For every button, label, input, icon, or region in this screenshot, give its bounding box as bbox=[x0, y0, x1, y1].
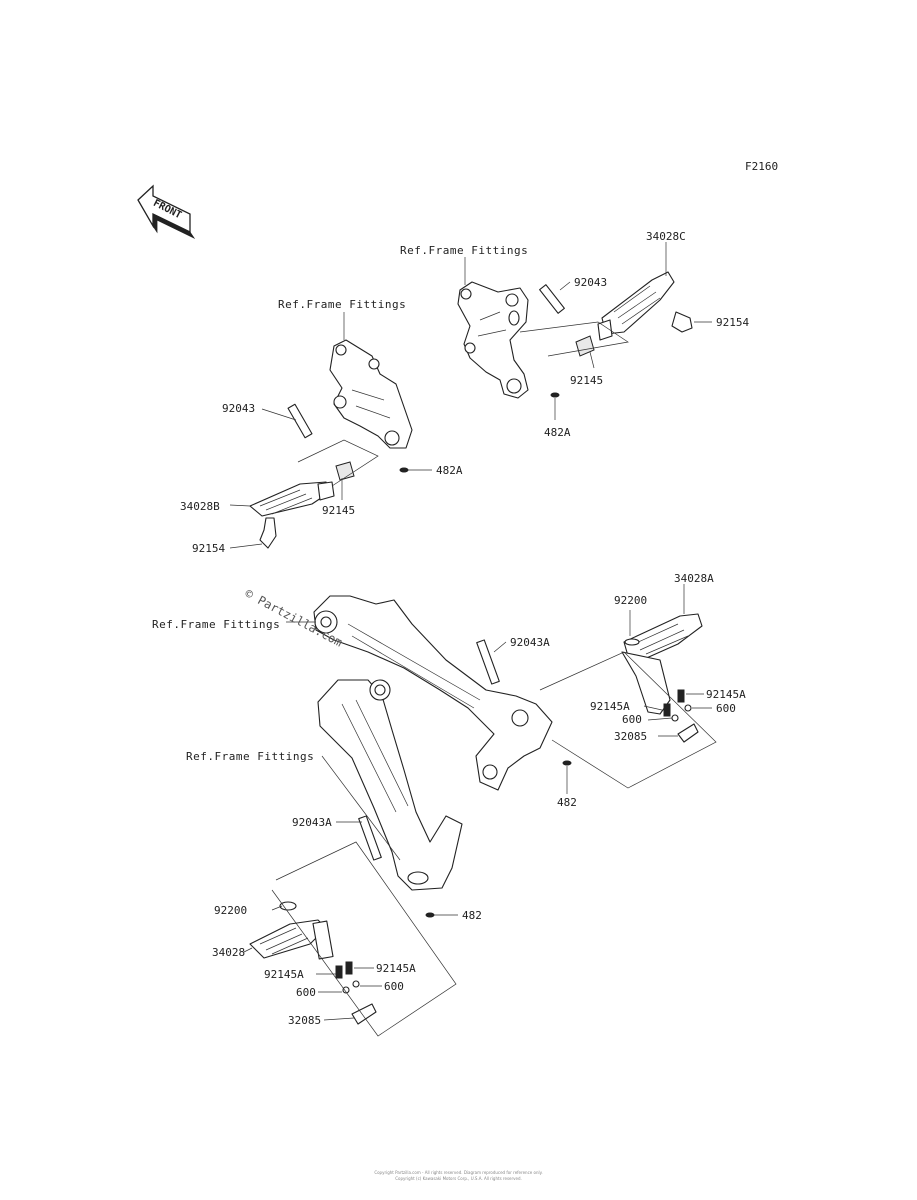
clip-482A-ur bbox=[550, 392, 560, 398]
pin-92043A-l bbox=[358, 815, 382, 861]
pin-92043-ur bbox=[539, 284, 565, 314]
label-34028A: 34028A bbox=[674, 572, 714, 585]
label-92145A-l2: 92145A bbox=[376, 962, 416, 975]
label-34028: 34028 bbox=[212, 946, 245, 959]
ref-frame-label-upper-right: Ref.Frame Fittings bbox=[400, 244, 528, 257]
upper-left-bracket bbox=[329, 339, 413, 449]
label-92200-l: 92200 bbox=[214, 904, 247, 917]
upper-left-footpeg bbox=[249, 481, 335, 517]
front-arrow-icon: FRONT bbox=[137, 184, 196, 240]
lower-left-footpeg bbox=[249, 919, 334, 960]
label-92145-ul: 92145 bbox=[322, 504, 355, 517]
label-482-l: 482 bbox=[462, 909, 482, 922]
spring-92145A-r1 bbox=[663, 703, 671, 717]
label-92145A-r2: 92145A bbox=[590, 700, 630, 713]
lower-right-footpeg bbox=[621, 613, 703, 715]
label-92145-ur: 92145 bbox=[570, 374, 603, 387]
pin-92043A-r bbox=[476, 639, 500, 685]
bolt-92154-ur bbox=[671, 311, 693, 333]
pin-92043-ul bbox=[287, 403, 313, 439]
plate-32085-r bbox=[677, 723, 699, 743]
label-92043-ur: 92043 bbox=[574, 276, 607, 289]
ball-600-l2 bbox=[352, 980, 360, 988]
spring-92145A-l2 bbox=[345, 961, 353, 975]
label-600-l1: 600 bbox=[296, 986, 316, 999]
ref-frame-label-lower-1: Ref.Frame Fittings bbox=[152, 618, 280, 631]
footer-copyright-2: Copyright (c) Kawasaki Motors Corp., U.S… bbox=[395, 1176, 522, 1181]
label-92200-r: 92200 bbox=[614, 594, 647, 607]
ref-frame-label-lower-2: Ref.Frame Fittings bbox=[186, 750, 314, 763]
lower-right-bracket bbox=[313, 595, 553, 791]
plate-32085-l bbox=[351, 1003, 377, 1025]
label-482A-ul: 482A bbox=[436, 464, 463, 477]
clip-482-l bbox=[425, 912, 435, 918]
label-92154-ul: 92154 bbox=[192, 542, 225, 555]
bolt-92154-ul bbox=[259, 517, 277, 549]
upper-right-bracket bbox=[457, 281, 529, 399]
spring-92145-ul bbox=[335, 461, 355, 481]
footer-copyright-1: Copyright Partzilla.com - All rights res… bbox=[374, 1170, 543, 1175]
label-34028B: 34028B bbox=[180, 500, 220, 513]
label-32085-r: 32085 bbox=[614, 730, 647, 743]
clip-482-r bbox=[562, 760, 572, 766]
label-482A-ur: 482A bbox=[544, 426, 571, 439]
washer-92200-l bbox=[279, 901, 297, 911]
ref-frame-label-upper-left: Ref.Frame Fittings bbox=[278, 298, 406, 311]
lower-left-bracket bbox=[317, 679, 463, 891]
label-600-r1: 600 bbox=[622, 713, 642, 726]
label-482-r: 482 bbox=[557, 796, 577, 809]
label-600-r2: 600 bbox=[716, 702, 736, 715]
label-92154-ur: 92154 bbox=[716, 316, 749, 329]
upper-right-footpeg bbox=[597, 271, 675, 341]
figure-code: F2160 bbox=[745, 160, 778, 173]
spring-92145A-l1 bbox=[335, 965, 343, 979]
label-32085-l: 32085 bbox=[288, 1014, 321, 1027]
label-92145A-l1: 92145A bbox=[264, 968, 304, 981]
washer-92200-r bbox=[624, 638, 640, 646]
label-92145A-r1: 92145A bbox=[706, 688, 746, 701]
label-34028C: 34028C bbox=[646, 230, 686, 243]
label-92043A-r: 92043A bbox=[510, 636, 550, 649]
ball-600-l1 bbox=[342, 986, 350, 994]
label-600-l2: 600 bbox=[384, 980, 404, 993]
ball-600-r1 bbox=[671, 714, 679, 722]
label-92043A-l: 92043A bbox=[292, 816, 332, 829]
label-92043-ul: 92043 bbox=[222, 402, 255, 415]
ball-600-r2 bbox=[684, 704, 692, 712]
clip-482A-ul bbox=[399, 467, 409, 473]
spring-92145A-r2 bbox=[677, 689, 685, 703]
spring-92145-ur bbox=[575, 335, 595, 357]
